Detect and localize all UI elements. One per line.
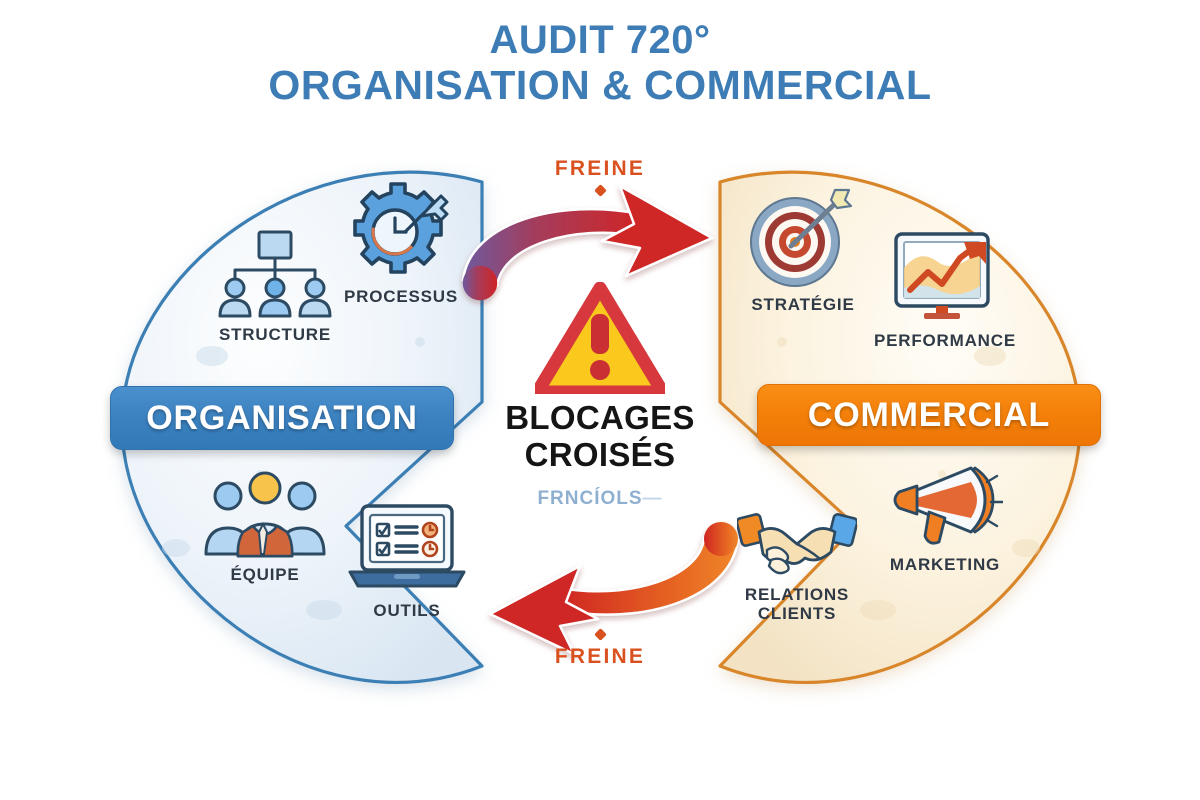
target-arrow-icon — [750, 188, 853, 287]
team-people-icon — [204, 471, 326, 558]
item-outils-label: OUTILS — [373, 601, 441, 620]
megaphone-icon — [893, 466, 1003, 545]
item-performance-label: PERFORMANCE — [874, 331, 1016, 350]
arrow-bottom-dot — [594, 628, 607, 641]
center-heading: BLOCAGES CROISÉS — [450, 399, 750, 474]
chart-monitor-icon — [894, 232, 990, 319]
item-structure-label: STRUCTURE — [218, 325, 332, 344]
center-heading-line2: CROISÉS — [524, 435, 676, 473]
badge-organisation[interactable]: ORGANISATION — [110, 386, 454, 450]
laptop-checklist-icon — [348, 504, 466, 588]
watermark-dash: — — [642, 487, 663, 509]
item-equipe[interactable]: ÉQUIPE — [180, 468, 350, 584]
center-blockage-group: BLOCAGES CROISÉS FRNCÍOLS— — [450, 282, 750, 510]
arrow-top-label: FREINE — [554, 157, 646, 180]
gear-clock-icon — [353, 182, 449, 274]
item-marketing[interactable]: MARKETING — [855, 462, 1035, 574]
watermark-word: FRNCÍOLS — [537, 487, 643, 509]
item-relations-clients-label: RELATIONS CLIENTS — [744, 585, 850, 624]
badge-commercial[interactable]: COMMERCIAL — [757, 384, 1101, 446]
arrow-shaft — [788, 188, 853, 249]
wrench-overlay — [403, 194, 449, 234]
title-line-2: ORGANISATION & COMMERCIAL — [268, 61, 932, 108]
item-strategie[interactable]: STRATÉGIE — [718, 184, 888, 314]
arrow-bottom-label: FREINE — [554, 645, 646, 668]
item-marketing-label: MARKETING — [889, 555, 1001, 574]
item-equipe-label: ÉQUIPE — [230, 565, 300, 584]
item-performance[interactable]: PERFORMANCE — [855, 228, 1035, 350]
watermark-text: FRNCÍOLS— — [450, 488, 750, 510]
org-chart-icon — [218, 230, 332, 318]
item-processus[interactable]: PROCESSUS — [316, 182, 486, 306]
handshake-icon — [737, 513, 857, 575]
center-heading-line1: BLOCAGES — [505, 399, 695, 436]
arrow-top-dot — [594, 184, 607, 197]
title-line-1: AUDIT 720° — [489, 18, 711, 62]
item-processus-label: PROCESSUS — [344, 287, 458, 306]
item-structure[interactable]: STRUCTURE — [190, 228, 360, 344]
warning-triangle-icon — [535, 282, 665, 394]
item-relations-clients[interactable]: RELATIONS CLIENTS — [702, 502, 892, 623]
item-outils[interactable]: OUTILS — [322, 500, 492, 620]
page-title: AUDIT 720° ORGANISATION & COMMERCIAL — [0, 18, 1200, 109]
item-strategie-label: STRATÉGIE — [751, 295, 855, 314]
